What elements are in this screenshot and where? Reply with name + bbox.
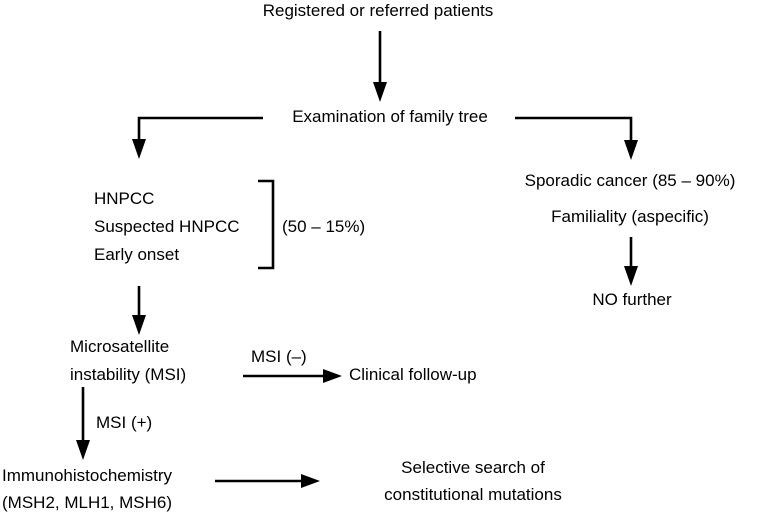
arrow-msi-positive-to-ihc: [76, 387, 90, 460]
node-hnpcc: HNPCC: [94, 189, 154, 208]
hnpcc-group-share: (50 – 15%): [282, 217, 365, 236]
arrow-msi-negative-to-follow-up: [243, 369, 342, 383]
arrow-exam-to-sporadic: [515, 116, 638, 160]
node-selective-search-line1: Selective search of: [401, 458, 545, 477]
arrow-familiality-to-no-further: [624, 237, 638, 286]
node-suspected-hnpcc: Suspected HNPCC: [94, 217, 240, 236]
edge-label-msi-positive: MSI (+): [96, 413, 152, 432]
node-immunohistochemistry-line1: Immunohistochemistry: [2, 466, 173, 485]
hnpcc-bracket: [258, 179, 275, 270]
arrow-ihc-to-selective-search: [215, 474, 320, 488]
node-familiality: Familiality (aspecific): [551, 207, 709, 226]
node-no-further: NO further: [592, 290, 672, 309]
arrow-registered-to-exam: [373, 31, 387, 102]
node-early-onset: Early onset: [94, 245, 179, 264]
node-registered-patients: Registered or referred patients: [263, 1, 494, 20]
node-microsatellite-line1: Microsatellite: [70, 337, 169, 356]
node-immunohistochemistry-line2: (MSH2, MLH1, MSH6): [2, 493, 172, 512]
edge-label-msi-negative: MSI (–): [251, 347, 307, 366]
node-selective-search-line2: constitutional mutations: [384, 485, 562, 504]
node-microsatellite-line2: instability (MSI): [70, 365, 186, 384]
arrow-exam-to-hnpcc: [132, 116, 263, 159]
node-clinical-follow-up: Clinical follow-up: [349, 365, 477, 384]
arrow-hnpcc-to-msi: [132, 286, 146, 335]
node-family-tree-exam: Examination of family tree: [292, 107, 488, 126]
node-sporadic-cancer: Sporadic cancer (85 – 90%): [525, 171, 736, 190]
